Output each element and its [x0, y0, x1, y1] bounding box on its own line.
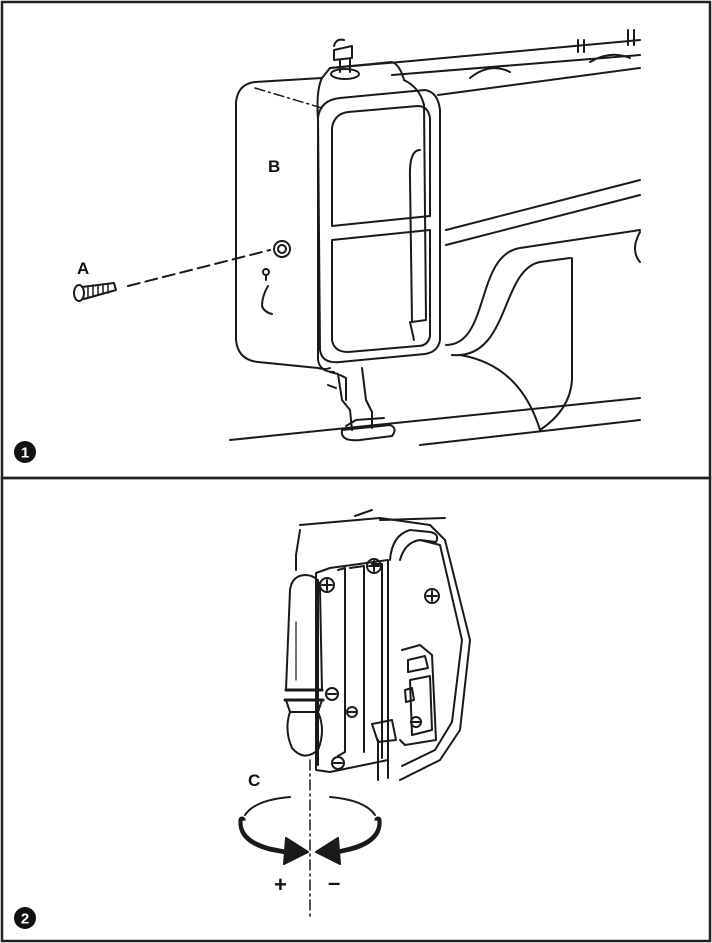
step-badge-2-text: 2: [21, 911, 29, 928]
needle-bar-housing: [295, 509, 471, 781]
presser-bar-assembly: [315, 558, 397, 781]
panel-2-frame: [0, 476, 712, 943]
screw-path-dashed: [127, 249, 271, 287]
rotation-arrows: [238, 796, 382, 856]
step-badge-1-text: 1: [21, 445, 29, 462]
screw-a: [73, 282, 117, 302]
label-c: C: [248, 771, 260, 790]
arrow-head-plus-icon: [283, 837, 309, 865]
sewing-machine-body: [229, 29, 641, 446]
presser-foot: [327, 367, 396, 442]
adjuster-cylinder: [283, 574, 325, 757]
label-a: A: [77, 259, 89, 278]
face-cover: [235, 38, 441, 373]
label-minus: –: [328, 870, 340, 895]
step-badge-2: 2: [14, 907, 36, 929]
step-badge-1: 1: [14, 441, 36, 463]
label-b: B: [268, 157, 280, 176]
label-plus: +: [274, 872, 287, 897]
arrow-head-minus-icon: [315, 837, 341, 865]
panel-2: [238, 509, 471, 921]
panel-1: [73, 29, 641, 446]
